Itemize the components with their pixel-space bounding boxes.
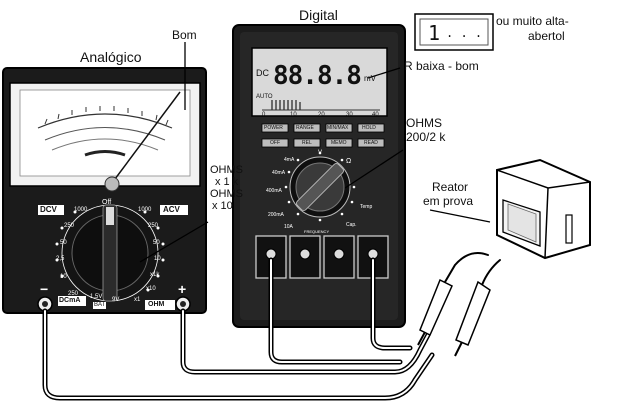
btn-label-memo: MEMO bbox=[331, 140, 347, 146]
label-r-baixa-bom: R baixa - bom bbox=[404, 59, 479, 73]
lcd-unit: mV bbox=[364, 74, 376, 83]
analog-label-bat: BAT bbox=[93, 302, 107, 309]
button-off[interactable] bbox=[261, 138, 289, 148]
label-abertol: abertol bbox=[528, 29, 565, 43]
dial-label-400ma: 400mA bbox=[266, 188, 282, 194]
dial-label-ohm: Ω bbox=[346, 158, 352, 165]
btn-label-minmax: MIN/MAX bbox=[327, 125, 349, 131]
label-ohms-x10-a: OHMS bbox=[210, 188, 243, 200]
lcd-scale-20: 20 bbox=[318, 112, 325, 118]
dial-label-200ma: 200mA bbox=[268, 212, 284, 218]
overload-dots: . . . bbox=[446, 26, 483, 40]
analog-meter bbox=[2, 67, 207, 314]
label-em-prova: em prova bbox=[423, 194, 474, 208]
analog-left-50: 50 bbox=[60, 240, 67, 246]
label-ohms-200-range: 200/2 k bbox=[406, 130, 446, 144]
dial-label-10a: 10A bbox=[284, 224, 293, 230]
analog-right-x1k: x1k bbox=[150, 272, 160, 278]
button-memo[interactable] bbox=[325, 138, 353, 148]
lcd-scale-40: 40 bbox=[372, 112, 379, 118]
overload-digit: 1 bbox=[428, 21, 441, 45]
analog-right-x10: x10 bbox=[146, 286, 156, 292]
lcd-mode: DC bbox=[256, 68, 269, 78]
button-hold[interactable] bbox=[357, 123, 385, 133]
analog-left-250: 250 bbox=[64, 223, 75, 229]
analog-label-bat-value: 1,5V bbox=[90, 294, 103, 300]
dial-label-v: V bbox=[318, 150, 323, 156]
lcd-scale-0: 0 bbox=[262, 112, 266, 118]
probe-right bbox=[454, 280, 491, 357]
lcd-reading: 88.8.8 bbox=[273, 61, 362, 91]
analog-left-250b: 250 bbox=[68, 291, 79, 297]
analog-left-10: 10 bbox=[60, 274, 67, 280]
dial-label-40ma: 40mA bbox=[272, 170, 286, 176]
lcd-auto: AUTO bbox=[256, 94, 273, 100]
button-minmax[interactable] bbox=[325, 123, 353, 133]
label-ohms-x1k-a: OHMS bbox=[210, 164, 243, 176]
button-read[interactable] bbox=[357, 138, 385, 148]
btn-label-power: POWER bbox=[264, 125, 283, 131]
button-rel[interactable] bbox=[293, 138, 321, 148]
analog-left-2-5: 2,5 bbox=[56, 256, 65, 262]
button-range[interactable] bbox=[293, 123, 321, 133]
analog-right-50: 50 bbox=[153, 240, 160, 246]
lcd-scale-30: 30 bbox=[346, 112, 353, 118]
digital-meter bbox=[232, 24, 406, 328]
btn-label-rel: REL bbox=[302, 140, 312, 146]
analog-label-acv: ACV bbox=[163, 205, 180, 214]
label-reator: Reator bbox=[432, 180, 469, 194]
analog-label-ohm: OHM bbox=[148, 301, 165, 308]
analog-needle bbox=[111, 91, 181, 184]
analog-label-dcv: DCV bbox=[40, 205, 57, 214]
dial-label-frequency: FREQUENCY bbox=[304, 229, 330, 234]
probe-left bbox=[417, 278, 453, 346]
label-analog: Analógico bbox=[80, 49, 142, 65]
analog-left-1000: 1000 bbox=[74, 207, 88, 213]
test-leads bbox=[42, 252, 501, 401]
button-power[interactable] bbox=[261, 123, 289, 133]
callout-lines bbox=[139, 42, 491, 263]
analog-right-1000: 1000 bbox=[138, 207, 152, 213]
label-bom: Bom bbox=[172, 28, 197, 42]
label-ohms-x10-b: x 10 bbox=[212, 200, 233, 212]
analog-label-dcma: DCmA bbox=[59, 297, 81, 304]
analog-right-250: 250 bbox=[148, 223, 159, 229]
dial-label-4ma: 4mA bbox=[284, 157, 295, 163]
btn-label-hold: HOLD bbox=[362, 125, 376, 131]
analog-label-minus: − bbox=[40, 281, 49, 297]
btn-label-range: RANGE bbox=[296, 125, 314, 131]
label-ou-muito-alta: ou muito alta- bbox=[496, 14, 569, 28]
analog-label-off: Off bbox=[102, 199, 112, 206]
label-ohms-x1k-b: x 1 k bbox=[215, 176, 239, 188]
analog-right-x1: x1 bbox=[134, 297, 141, 303]
label-digital: Digital bbox=[299, 7, 338, 23]
lcd-scale-10: 10 bbox=[290, 112, 297, 118]
analog-right-10: 10 bbox=[154, 256, 161, 262]
jack-10a[interactable] bbox=[333, 248, 345, 260]
btn-label-read: READ bbox=[364, 140, 378, 146]
label-ohms-200: OHMS bbox=[406, 116, 442, 130]
analog-label-9v: 9V bbox=[112, 297, 120, 303]
reactor-under-test bbox=[496, 158, 591, 260]
btn-label-off: OFF bbox=[270, 140, 280, 146]
dial-label-cap: Cap. bbox=[346, 222, 357, 228]
jack-ma[interactable] bbox=[299, 248, 311, 260]
dial-label-temp: Temp bbox=[360, 204, 373, 210]
digital-lcd bbox=[251, 47, 388, 117]
analog-label-plus: + bbox=[178, 281, 187, 297]
